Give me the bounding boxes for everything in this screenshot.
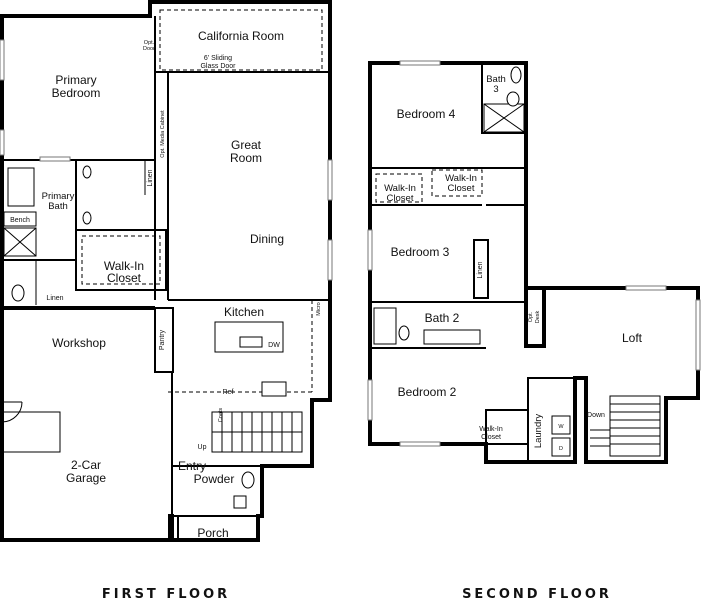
- closet-b-box: [431, 169, 483, 197]
- linen-closet: [473, 239, 489, 299]
- opt-desk-label-1: Opt.: [528, 311, 534, 322]
- kitchen-sink: [239, 336, 263, 348]
- primary-bath-label-2: Bath: [48, 201, 68, 212]
- closet-c-label-1: Walk-In: [479, 426, 503, 433]
- closet-a-box: [375, 173, 423, 203]
- bathtub: [7, 167, 35, 207]
- dw-label: DW: [268, 342, 280, 349]
- dining-label: Dining: [250, 232, 284, 246]
- california-room-label: California Room: [198, 29, 284, 43]
- bath3-label-2: 3: [493, 84, 498, 95]
- linen-lower-label: Linen: [46, 295, 63, 302]
- first-floor-plan: [0, 0, 333, 542]
- garage-label-1: 2-Car: [71, 458, 101, 472]
- dryer: [551, 437, 571, 457]
- bedroom4-label: Bedroom 4: [397, 107, 456, 121]
- bench-label: Bench: [10, 217, 30, 224]
- washer: [551, 415, 571, 435]
- opt-desk-block: [524, 286, 546, 348]
- dryer-label: D: [559, 446, 563, 452]
- micro-label: Micro: [316, 302, 322, 315]
- bath2-vanity: [423, 329, 481, 345]
- closet-b-label-1: Walk-In: [445, 173, 477, 184]
- primary-bedroom-label-2: Bedroom: [52, 86, 101, 100]
- up-label: Up: [198, 444, 207, 451]
- bedroom3-label: Bedroom 3: [391, 245, 450, 259]
- primary-bedroom-label-1: Primary: [55, 73, 96, 87]
- coats-label: Coats: [218, 408, 224, 423]
- second-floor-plan: [367, 60, 701, 464]
- bench-seat: [3, 211, 37, 227]
- linen-upper-label: Linen: [147, 169, 154, 186]
- powder-toilet: [233, 495, 247, 509]
- stairs-box: [0, 411, 61, 453]
- bath2-tub: [373, 307, 397, 345]
- closet-a-label-1: Walk-In: [384, 183, 416, 194]
- opt-door-label-2: Door: [143, 46, 155, 52]
- bath3-walls: [481, 62, 527, 134]
- powder-label: Powder: [194, 472, 235, 486]
- down-label: Down: [587, 412, 605, 419]
- closet-a-label-2: Closet: [387, 193, 414, 204]
- sliding-door-label-1: 6' Sliding: [204, 55, 232, 62]
- first-floor-stairs: [211, 411, 303, 453]
- great-room-label-1: Great: [231, 138, 262, 152]
- first-floor-title: FIRST FLOOR: [102, 587, 230, 600]
- primary-bath-label-1: Primary: [42, 191, 75, 202]
- cooktop: [261, 381, 287, 397]
- entry-label: Entry: [178, 459, 206, 473]
- ref-label: Ref: [223, 389, 234, 396]
- pantry-label: Pantry: [159, 329, 166, 350]
- porch-label: Porch: [197, 526, 228, 540]
- bath2-label: Bath 2: [425, 311, 460, 325]
- opt-desk-label-2: Desk: [535, 310, 541, 323]
- second-floor-stairs: [590, 395, 661, 457]
- opt-media-cabinet-label: Opt. Media Cabinet: [160, 110, 166, 158]
- bath3-label-1: Bath: [486, 74, 506, 85]
- kitchen-label: Kitchen: [224, 305, 264, 319]
- workshop-label: Workshop: [52, 336, 106, 350]
- second-floor-title: SECOND FLOOR: [462, 587, 612, 600]
- closet-c-label-2: Closet: [481, 434, 501, 441]
- garage-label-2: Garage: [66, 471, 106, 485]
- walk-in-closet-label-1: Walk-In: [104, 259, 144, 273]
- loft-label: Loft: [622, 331, 643, 345]
- laundry-walls: [527, 377, 576, 463]
- washer-label: W: [558, 424, 564, 430]
- great-room-label-2: Room: [230, 151, 262, 165]
- laundry-label: Laundry: [533, 414, 544, 449]
- linen-label: Linen: [477, 261, 484, 278]
- closet-b-label-2: Closet: [448, 183, 475, 194]
- pantry-walls: [154, 307, 174, 373]
- walk-in-closet-label-2: Closet: [107, 271, 142, 285]
- bedroom2-label: Bedroom 2: [398, 385, 457, 399]
- porch-walls: [177, 515, 259, 541]
- sliding-door-label-2: Glass Door: [200, 63, 236, 70]
- opt-door-label-1: Opt.: [144, 40, 155, 46]
- toilet: [11, 284, 25, 302]
